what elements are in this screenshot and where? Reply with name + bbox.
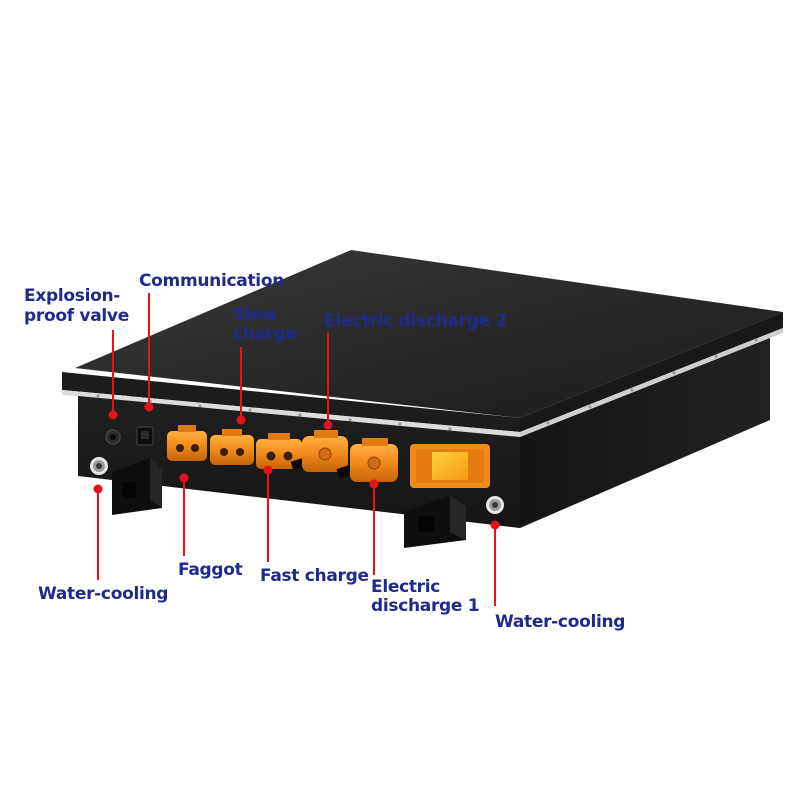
water-cooling-port-left bbox=[90, 457, 108, 475]
label-water-cooling-left: Water-cooling bbox=[38, 584, 168, 604]
leader-water-cooling-left-dot bbox=[93, 484, 103, 494]
leader-electric-discharge-1-dot bbox=[369, 479, 379, 489]
label-explosion-proof-valve: Explosion- proof valve bbox=[24, 286, 129, 326]
label-slow-charge: Slow charge bbox=[233, 305, 297, 344]
status-window bbox=[410, 444, 490, 488]
leader-explosion-proof-valve-dot bbox=[108, 410, 118, 420]
mount-bracket-right bbox=[404, 496, 466, 548]
connector-discharge-2 bbox=[290, 430, 348, 472]
water-cooling-port-right bbox=[486, 496, 504, 514]
label-communication: Communication bbox=[139, 271, 284, 291]
rim-bolts bbox=[96, 338, 758, 431]
battery-top-lid bbox=[75, 250, 783, 418]
connector-discharge-1 bbox=[336, 438, 398, 482]
leader-communication-dot bbox=[144, 402, 154, 412]
battery-pack bbox=[62, 250, 783, 548]
label-fast-charge: Fast charge bbox=[260, 566, 369, 586]
connector-fast-charge bbox=[256, 433, 302, 469]
label-faggot: Faggot bbox=[178, 560, 243, 580]
leader-faggot-dot bbox=[179, 473, 189, 483]
label-electric-discharge-1: Electric discharge 1 bbox=[371, 577, 479, 616]
leader-electric-discharge-2-dot bbox=[323, 420, 333, 430]
leader-slow-charge-dot bbox=[236, 415, 246, 425]
leader-water-cooling-right-dot bbox=[490, 520, 500, 530]
leader-fast-charge-dot bbox=[263, 465, 273, 475]
leader-lines bbox=[93, 293, 500, 606]
battery-side-panel bbox=[520, 338, 770, 528]
label-electric-discharge-2: Electric discharge 2 bbox=[324, 311, 507, 331]
connector-faggot bbox=[167, 425, 207, 461]
label-water-cooling-right: Water-cooling bbox=[495, 612, 625, 632]
battery-lid-front bbox=[62, 372, 520, 432]
battery-lid-side bbox=[520, 312, 783, 432]
connector-slow-charge bbox=[210, 429, 254, 465]
callout-labels: Explosion- proof valve Communication Slo… bbox=[24, 271, 625, 632]
rim-strip bbox=[62, 390, 520, 437]
mount-bracket-left bbox=[112, 458, 162, 515]
